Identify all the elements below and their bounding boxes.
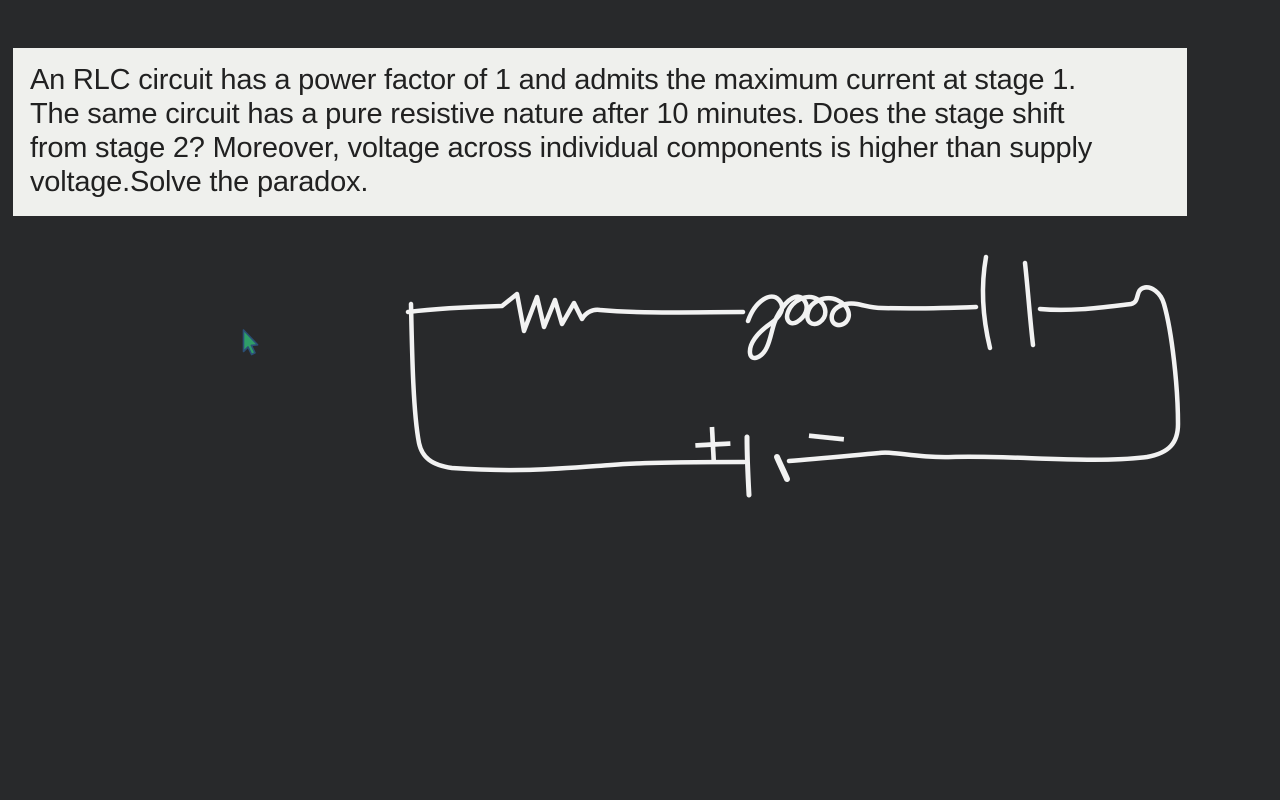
wire-right-side <box>786 285 1181 464</box>
problem-text-line: The same circuit has a pure resistive na… <box>30 98 1065 130</box>
problem-text-line: from stage 2? Moreover, voltage across i… <box>30 132 1093 164</box>
capacitor-left-plate <box>980 254 993 351</box>
wire-left-side <box>408 301 747 473</box>
problem-statement-box: An RLC circuit has a power factor of 1 a… <box>13 48 1187 216</box>
battery-plus-label: + <box>688 410 738 477</box>
resistor-drawing <box>405 291 746 334</box>
mouse-cursor-icon <box>242 329 259 356</box>
capacitor-right-plate <box>1022 260 1036 348</box>
inductor-drawing <box>745 294 979 361</box>
battery-short-plate <box>774 454 790 482</box>
battery-minus-label: − <box>800 402 853 472</box>
problem-text-line: voltage.Solve the paradox. <box>30 166 369 198</box>
battery-long-plate <box>744 434 752 498</box>
problem-text-line: An RLC circuit has a power factor of 1 a… <box>30 64 1076 96</box>
circuit-loop: + − <box>405 254 1181 498</box>
